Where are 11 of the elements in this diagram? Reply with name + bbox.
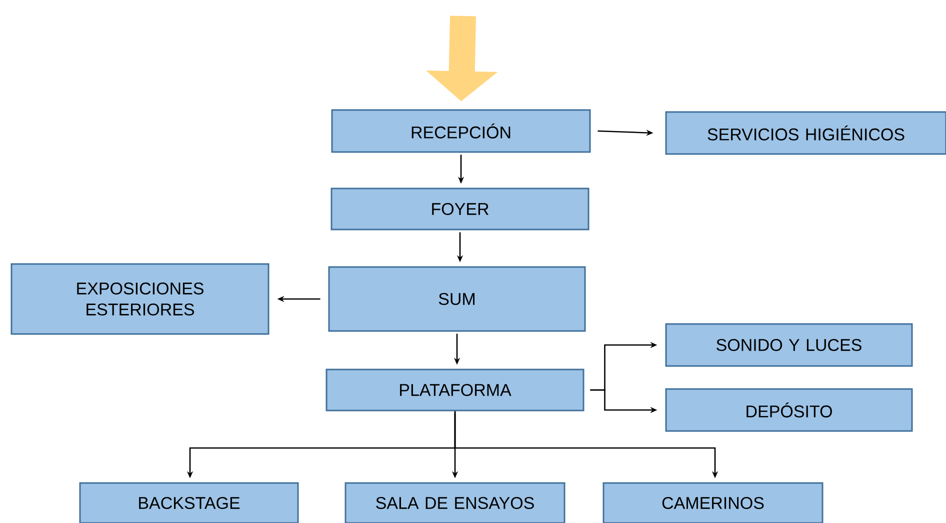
process-box: SALA DE ENSAYOS [344,482,566,523]
process-box: SONIDO Y LUCES [665,323,913,367]
process-box: CAMERINOS [602,482,824,523]
process-box: DEPÓSITO [665,388,913,432]
process-box: PLATAFORMA [326,368,584,412]
process-box: SERVICIOS HIGIÉNICOS [665,111,946,155]
process-box: SUM [328,266,586,332]
process-box: EXPOSICIONES ESTERIORES [10,263,270,335]
process-box: RECEPCIÓN [331,109,591,153]
process-box: FOYER [330,188,590,230]
process-box: BACKSTAGE [79,482,299,523]
